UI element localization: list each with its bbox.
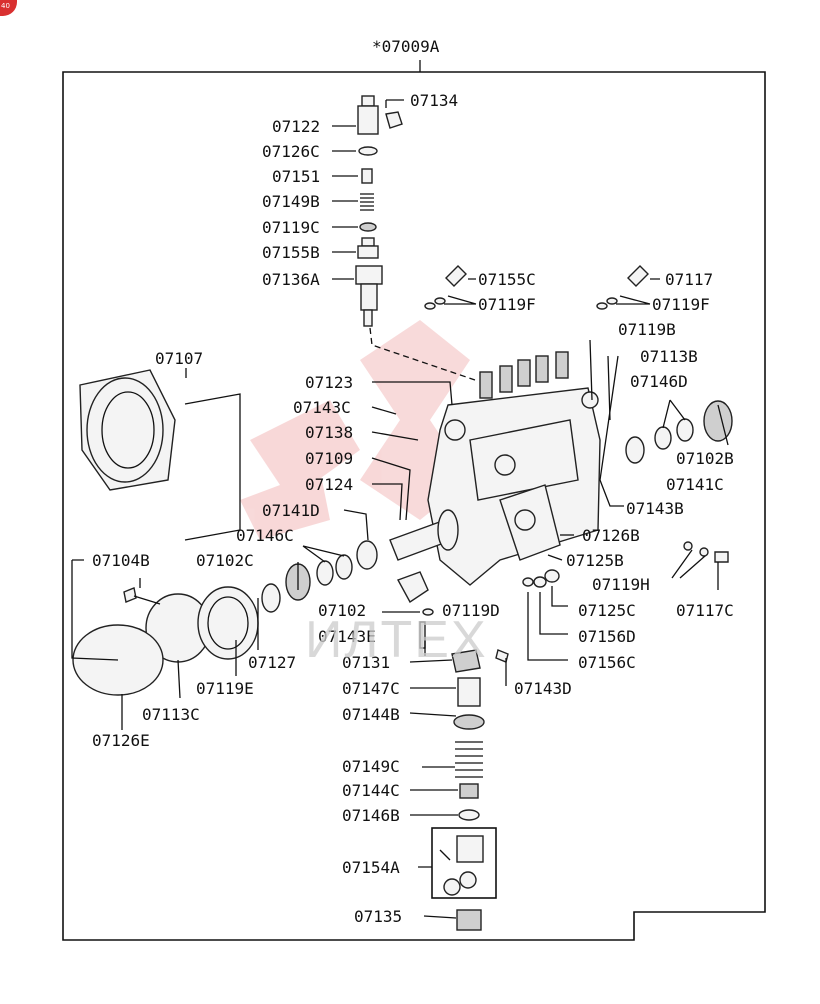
label-07119C: 07119C (262, 218, 320, 237)
label-07119E: 07119E (196, 679, 254, 698)
label-07119H: 07119H (592, 575, 650, 594)
label-07149B: 07149B (262, 192, 320, 211)
label-07123: 07123 (305, 373, 353, 392)
label-07127: 07127 (248, 653, 296, 672)
label-07119F-left: 07119F (478, 295, 536, 314)
delivery-holder-part (357, 95, 403, 135)
o-ring-part (358, 146, 378, 156)
bolt-part (445, 265, 467, 287)
pump-housing-part (389, 351, 601, 586)
lever-part (396, 571, 429, 604)
label-07146B: 07146B (342, 806, 400, 825)
label-07156D: 07156D (578, 627, 636, 646)
sleeve-part (451, 649, 481, 673)
label-07138: 07138 (305, 423, 353, 442)
label-07119D: 07119D (442, 601, 500, 620)
stopper-part (361, 168, 373, 184)
label-07154A: 07154A (342, 858, 400, 877)
label-07102B: 07102B (676, 449, 734, 468)
label-07141C: 07141C (666, 475, 724, 494)
spring-part (455, 741, 483, 778)
label-07126E: 07126E (92, 731, 150, 750)
seal-part (625, 436, 645, 464)
label-07144B: 07144B (342, 705, 400, 724)
label-07143B: 07143B (626, 499, 684, 518)
plug-part (456, 909, 482, 931)
repair-kit-part (431, 827, 497, 899)
label-07151: 07151 (272, 167, 320, 186)
assembly-code: *07009A (372, 37, 440, 56)
label-07113B: 07113B (640, 347, 698, 366)
label-07141D: 07141D (262, 501, 320, 520)
label-07104B: 07104B (92, 551, 150, 570)
spring-seat-part (457, 677, 481, 707)
watermark-text: ИЛТЕХ (305, 611, 488, 669)
label-07126C: 07126C (262, 142, 320, 161)
label-07109: 07109 (305, 449, 353, 468)
part-labels: 07134 07122 07126C 07151 07149B 07119C 0… (92, 91, 734, 926)
cover-plate-part (145, 586, 259, 663)
label-07131: 07131 (342, 653, 390, 672)
label-07134: 07134 (410, 91, 458, 110)
label-07156C: 07156C (578, 653, 636, 672)
label-07155B: 07155B (262, 243, 320, 262)
label-07124: 07124 (305, 475, 353, 494)
label-07149C: 07149C (342, 757, 400, 776)
spring-part (360, 193, 374, 211)
label-07122: 07122 (272, 117, 320, 136)
label-07119B: 07119B (618, 320, 676, 339)
label-07119F-right: 07119F (652, 295, 710, 314)
corner-badge: 40 (0, 0, 17, 16)
label-07155C: 07155C (478, 270, 536, 289)
gasket-part (359, 222, 377, 232)
label-07136A: 07136A (262, 270, 320, 289)
plunger-barrel-part (355, 265, 383, 327)
bolt-part (627, 265, 649, 287)
bolt-part (123, 587, 161, 605)
label-07143E: 07143E (318, 627, 376, 646)
label-07125C: 07125C (578, 601, 636, 620)
label-07144C: 07144C (342, 781, 400, 800)
label-07117C: 07117C (676, 601, 734, 620)
label-07117: 07117 (665, 270, 713, 289)
label-07102: 07102 (318, 601, 366, 620)
label-07146D: 07146D (630, 372, 688, 391)
label-07143C: 07143C (293, 398, 351, 417)
assembly-frame (62, 71, 766, 941)
label-07102C: 07102C (196, 551, 254, 570)
label-07147C: 07147C (342, 679, 400, 698)
label-07107: 07107 (155, 349, 203, 368)
drive-housing-part (79, 369, 176, 491)
label-07143D: 07143D (514, 679, 572, 698)
leader-lines (121, 339, 624, 919)
label-07126B: 07126B (582, 526, 640, 545)
label-07125B: 07125B (566, 551, 624, 570)
label-07146C: 07146C (236, 526, 294, 545)
delivery-valve-part (357, 237, 379, 259)
label-07113C: 07113C (142, 705, 200, 724)
label-07135: 07135 (354, 907, 402, 926)
